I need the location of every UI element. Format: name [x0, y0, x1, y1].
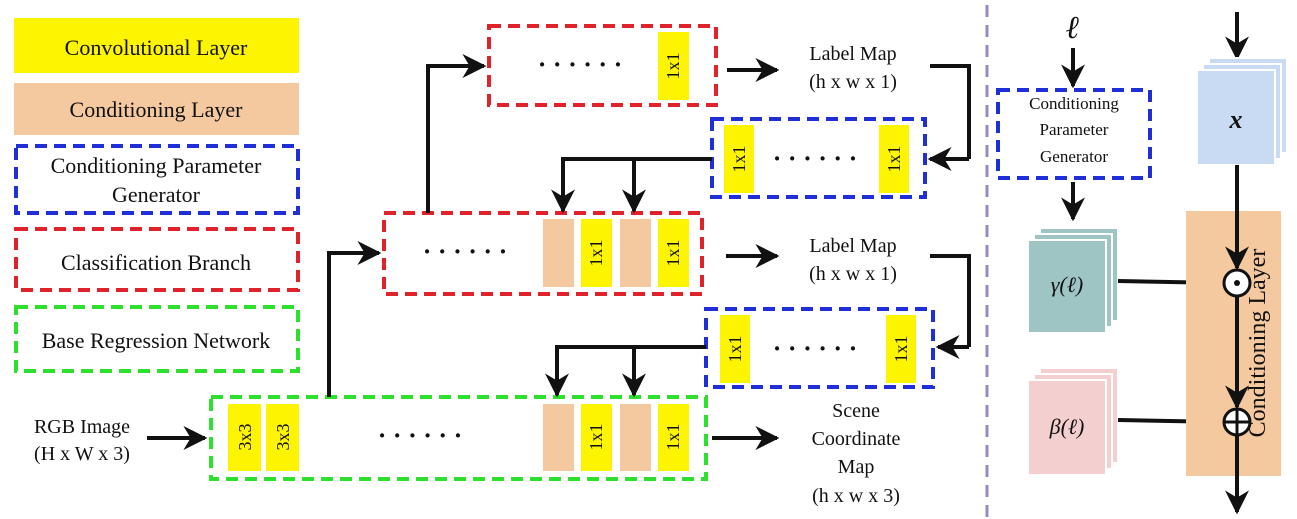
label-map-mid-dims: (h x w x 1) — [809, 263, 897, 285]
base-to-mid-branch-arrow — [327, 241, 382, 397]
classification-branch-top: · · · · · · 1x1 — [426, 24, 780, 213]
rgb-input: RGB Image (H x W x 3) — [34, 416, 208, 465]
top-label-feed — [930, 64, 971, 159]
conv3x3-label-1: 3x3 — [235, 424, 255, 451]
mid-branch-box — [382, 211, 704, 296]
mid-conv1x1-label-2: 1x1 — [663, 240, 683, 267]
x-stack: x — [1196, 57, 1288, 166]
cpg-upper-conv1x1-2 — [879, 125, 909, 193]
base-regression-network: 3x3 3x3 · · · · · · 1x1 1x1 — [209, 395, 780, 481]
mid-cond-layer-1 — [543, 219, 574, 287]
legend-cls-box — [14, 227, 300, 292]
cpg-lower-conv1x1-1 — [720, 315, 750, 383]
base-conv1x1-1 — [581, 404, 612, 471]
label-map-mid-title: Label Map — [809, 235, 896, 257]
beta-label: β(ℓ) — [1049, 414, 1085, 439]
cpg-lower-conv1x1-label-1: 1x1 — [725, 336, 745, 363]
base-conv1x1-label-2: 1x1 — [663, 424, 683, 451]
legend-cpg-label-1: Conditioning Parameter — [51, 153, 262, 178]
scene-label-4: (h x w x 3) — [812, 485, 900, 507]
mid-conv1x1-1 — [581, 219, 612, 287]
rgb-input-label-1: RGB Image — [34, 416, 130, 438]
mid-to-top-branch-arrow — [426, 54, 487, 213]
mid-conv1x1-2 — [658, 219, 689, 287]
mid-conv1x1-label-1: 1x1 — [586, 240, 606, 267]
l-symbol: ℓ — [1066, 9, 1080, 45]
base-network-box — [209, 395, 708, 481]
conv3x3-layer-1 — [228, 404, 261, 471]
mid-label-feed — [930, 254, 971, 347]
rgb-input-label-2: (H x W x 3) — [34, 443, 130, 465]
scene-label-2: Coordinate — [812, 428, 901, 450]
multiply-node-dot — [1234, 280, 1240, 286]
cpg-lower-feedback-line — [545, 345, 706, 398]
conv3x3-label-2: 3x3 — [273, 424, 293, 451]
top-conv1x1 — [658, 32, 689, 100]
scene-label-1: Scene — [832, 400, 880, 422]
x-label: x — [1229, 105, 1243, 134]
top-branch-box — [487, 24, 718, 107]
cpg-lower-conv1x1-2 — [886, 315, 916, 383]
classification-branch-middle: · · · · · · 1x1 1x1 — [327, 211, 780, 397]
top-branch-dots: · · · · · · — [538, 50, 623, 79]
legend: Convolutional Layer Conditioning Layer C… — [14, 18, 300, 373]
right-cpg-box — [996, 88, 1152, 180]
base-conv1x1-label-1: 1x1 — [586, 424, 606, 451]
mid-branch-dots: · · · · · · — [423, 237, 508, 266]
conditioning-detail-panel: ℓ Conditioning Parameter Generator γ(ℓ) … — [996, 9, 1288, 515]
cpg-upper-conv1x1-1 — [724, 125, 754, 193]
legend-conv-label: Convolutional Layer — [65, 35, 248, 60]
legend-cpg-box — [14, 144, 300, 215]
legend-cond-swatch — [14, 83, 299, 135]
cpg-upper-feedback-line — [551, 157, 712, 214]
gamma-stack: γ(ℓ) — [1027, 227, 1119, 334]
base-dots: · · · · · · — [378, 421, 463, 450]
label-map-top-dims: (h x w x 1) — [809, 71, 897, 93]
cpg-lower-conv1x1-label-2: 1x1 — [891, 336, 911, 363]
beta-stack: β(ℓ) — [1027, 367, 1119, 476]
base-cond-layer-1 — [543, 404, 574, 471]
scene-label-3: Map — [838, 456, 875, 478]
label-map-top-title: Label Map — [809, 43, 896, 65]
cpg-upper-dots: · · · · · · — [773, 144, 858, 173]
scene-coordinate-output: Scene Coordinate Map (h x w x 3) — [812, 400, 901, 507]
cpg-upper-conv1x1-label-2: 1x1 — [884, 146, 904, 173]
top-conv1x1-label: 1x1 — [663, 53, 683, 80]
label-map-feeds — [927, 64, 971, 359]
cpg-lower-dots: · · · · · · — [773, 334, 858, 363]
base-conv1x1-2 — [658, 404, 689, 471]
legend-base-label: Base Regression Network — [42, 328, 271, 353]
cpg-upper: 1x1 · · · · · · 1x1 — [551, 117, 927, 214]
right-cpg-label-1: Conditioning — [1029, 94, 1119, 113]
conv3x3-layer-2 — [266, 404, 299, 471]
legend-cls-label: Classification Branch — [61, 250, 251, 275]
legend-conv-swatch — [14, 18, 299, 73]
mid-cond-layer-2 — [620, 219, 651, 287]
cpg-upper-conv1x1-label-1: 1x1 — [729, 146, 749, 173]
right-cpg-label-3: Generator — [1040, 147, 1108, 166]
legend-cpg-label-2: Generator — [112, 182, 201, 207]
cpg-lower: 1x1 · · · · · · 1x1 — [545, 307, 935, 398]
legend-base-box — [14, 305, 300, 373]
legend-cond-label: Conditioning Layer — [70, 97, 244, 122]
right-cpg-label-2: Parameter — [1040, 120, 1109, 139]
gamma-label: γ(ℓ) — [1051, 272, 1083, 297]
base-cond-layer-2 — [620, 404, 651, 471]
